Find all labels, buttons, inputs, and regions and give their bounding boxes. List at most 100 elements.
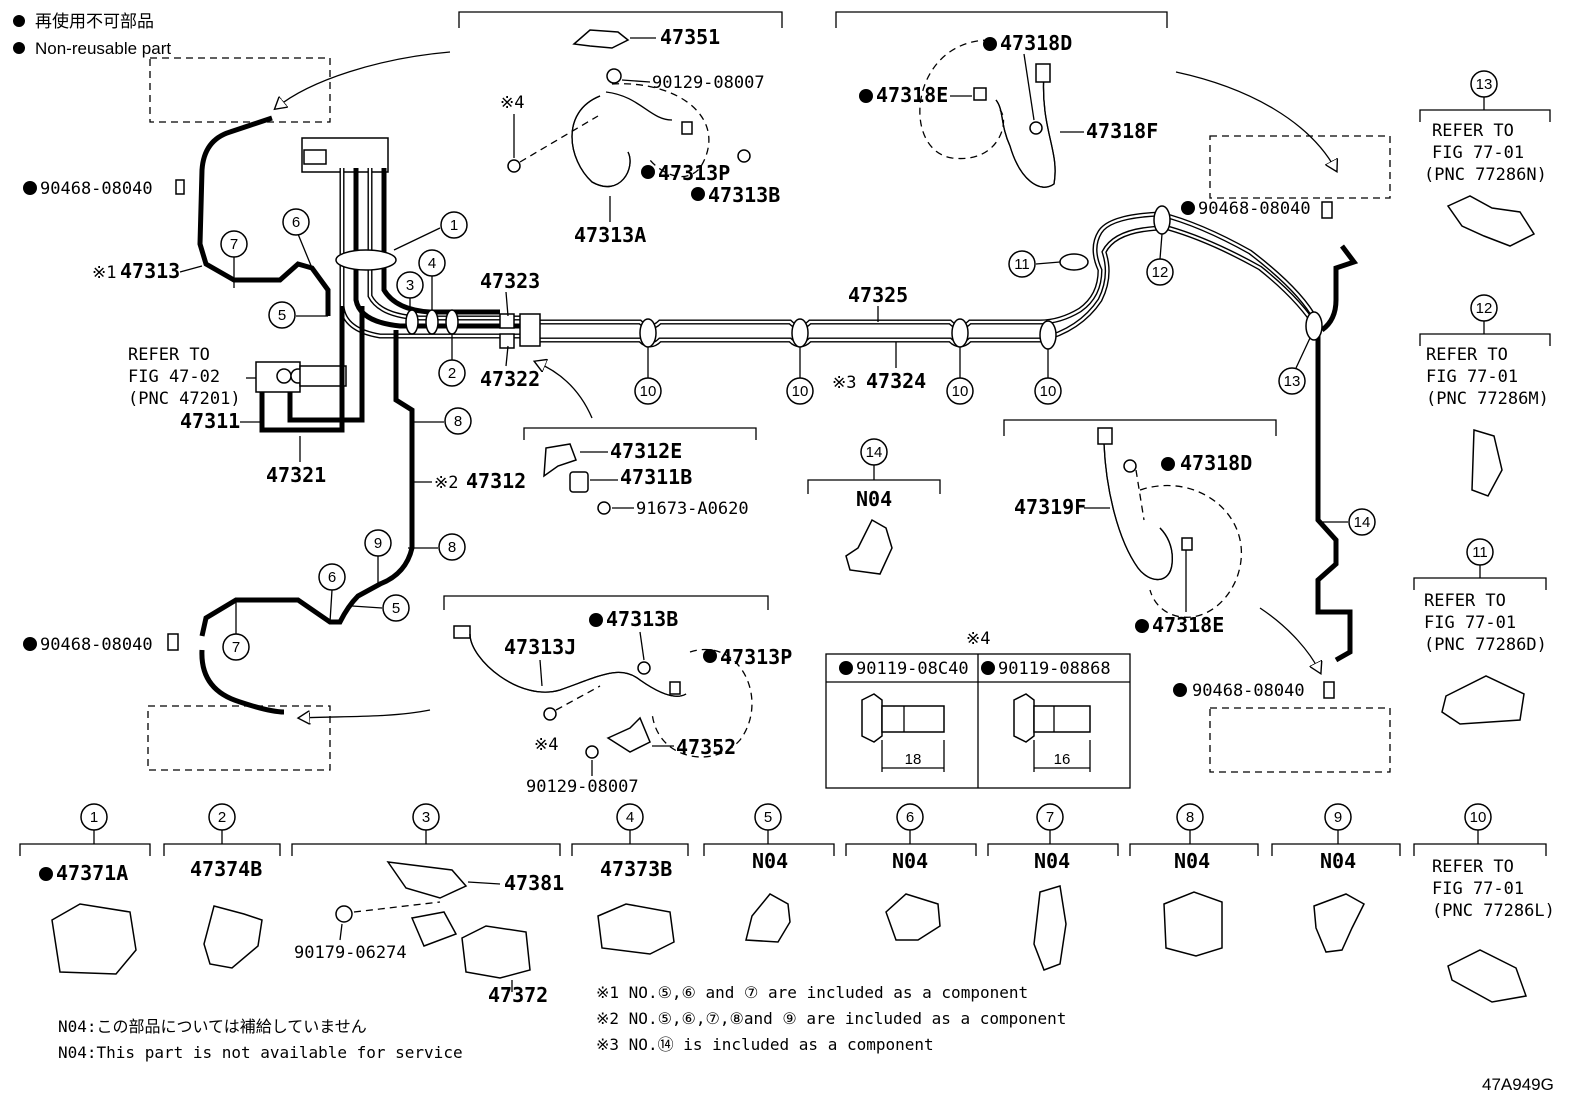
callout-4: 4 bbox=[418, 249, 446, 310]
n04-clip-8-icon bbox=[1163, 891, 1223, 957]
svg-text:9: 9 bbox=[1334, 809, 1342, 826]
part-91673-A0620: 91673-A0620 bbox=[636, 499, 749, 519]
clip-icon bbox=[1321, 201, 1333, 219]
washer-icon bbox=[1181, 537, 1193, 551]
notes: ※1 NO.⑤,⑥ and ⑦ are included as a compon… bbox=[58, 983, 1554, 1094]
bolt-icon bbox=[606, 68, 622, 84]
svg-text:12: 12 bbox=[1476, 300, 1493, 317]
non-reusable-dot-icon bbox=[839, 661, 853, 675]
callout-9: 9 bbox=[364, 529, 392, 586]
part-47311B: 47311B bbox=[620, 465, 692, 489]
clip-icon bbox=[1323, 681, 1335, 699]
svg-text:4: 4 bbox=[428, 255, 436, 272]
callout-14-n04: 14 bbox=[860, 438, 888, 480]
callout-10d: 10 bbox=[1034, 349, 1062, 405]
svg-text:N04: N04 bbox=[892, 849, 928, 873]
part-47323: 47323 bbox=[480, 269, 540, 293]
callout-7b: 7 bbox=[222, 602, 250, 661]
clamp-47371A-icon bbox=[51, 903, 137, 975]
callouts: 1 2 3 4 5 6 7 8 8 9 6 5 7 10 10 10 10 11… bbox=[220, 208, 1376, 661]
right-reference-column: 13 REFER TO FIG 77-01 (PNC 77286N) 12 RE… bbox=[1413, 70, 1555, 1003]
non-reusable-dot-icon bbox=[39, 867, 53, 881]
callout-13: 13 bbox=[1278, 337, 1311, 395]
svg-text:N04: N04 bbox=[752, 849, 788, 873]
part-90468-08040-right-lower: 90468-08040 bbox=[1192, 681, 1305, 701]
svg-text:6: 6 bbox=[906, 809, 914, 826]
svg-text:2: 2 bbox=[448, 365, 456, 382]
callout-10c: 10 bbox=[946, 347, 974, 405]
non-reusable-dot-icon bbox=[589, 613, 603, 627]
callout-14: 14 bbox=[1318, 508, 1376, 536]
bolt-table: ※4 90119-08C40 90119-08868 18 16 bbox=[825, 629, 1131, 789]
bolt-drawing-1: 18 bbox=[861, 693, 945, 772]
svg-text:3: 3 bbox=[422, 809, 430, 826]
part-47318E-top: 47318E bbox=[876, 83, 948, 107]
svg-text:FIG 77-01: FIG 77-01 bbox=[1432, 879, 1524, 899]
part-callout-7: 7 N04 bbox=[987, 803, 1119, 971]
part-callout-1: 1 47371A bbox=[19, 803, 151, 975]
part-callout-6: 6 N04 bbox=[845, 803, 977, 941]
bracket-47352-icon bbox=[606, 716, 651, 753]
clip-77286D-icon bbox=[1441, 675, 1525, 725]
master-cylinder bbox=[255, 137, 389, 393]
svg-text:7: 7 bbox=[230, 236, 238, 253]
part-callout-9: 9 N04 bbox=[1271, 803, 1401, 953]
part-callout-8: 8 N04 bbox=[1129, 803, 1259, 957]
svg-text:(PNC 77286N): (PNC 77286N) bbox=[1424, 165, 1547, 185]
svg-text:FIG 77-01: FIG 77-01 bbox=[1432, 143, 1524, 163]
bolt-part-1: 90119-08C40 bbox=[856, 659, 969, 679]
callout-6b: 6 bbox=[318, 563, 346, 623]
part-47313: 47313 bbox=[120, 259, 180, 283]
non-reusable-dot-icon bbox=[981, 661, 995, 675]
svg-text:11: 11 bbox=[1472, 544, 1488, 561]
n04-clip-5-icon bbox=[745, 893, 791, 943]
note-2: ※2 NO.⑤,⑥,⑦,⑧and ⑨ are included as a com… bbox=[596, 1009, 1066, 1028]
bracket-arm-icon bbox=[410, 911, 458, 947]
legend-jp: 再使用不可部品 bbox=[35, 11, 154, 31]
svg-text:5: 5 bbox=[392, 600, 400, 617]
part-47324: 47324 bbox=[866, 369, 926, 393]
callout-10a: 10 bbox=[634, 347, 662, 405]
part-callout-2: 2 47374B bbox=[163, 803, 281, 969]
callout-2: 2 bbox=[438, 334, 466, 387]
legend: 再使用不可部品 Non-reusable part bbox=[13, 11, 171, 58]
non-reusable-dot-icon bbox=[23, 181, 37, 195]
hose-end-icon bbox=[453, 625, 471, 639]
svg-text:14: 14 bbox=[1354, 514, 1371, 531]
svg-text:FIG 77-01: FIG 77-01 bbox=[1426, 367, 1518, 387]
svg-text:REFER TO: REFER TO bbox=[1426, 345, 1508, 365]
svg-text:47371A: 47371A bbox=[56, 861, 128, 885]
part-47312: 47312 bbox=[466, 469, 526, 493]
part-47318D-right: 47318D bbox=[1180, 451, 1252, 475]
svg-text:8: 8 bbox=[448, 539, 456, 556]
clamp-47372-icon bbox=[461, 925, 531, 979]
svg-text:10: 10 bbox=[952, 383, 969, 400]
svg-text:4: 4 bbox=[626, 809, 634, 826]
svg-text:14: 14 bbox=[866, 444, 883, 461]
mark-4-top: ※4 bbox=[500, 93, 524, 113]
refer-line2: FIG 47-02 bbox=[128, 367, 220, 387]
callout-11: 11 bbox=[1008, 250, 1061, 278]
callout-1: 1 bbox=[393, 211, 468, 251]
svg-text:N04: N04 bbox=[1034, 849, 1070, 873]
non-reusable-dot-icon bbox=[13, 15, 25, 27]
svg-text:10: 10 bbox=[640, 383, 657, 400]
non-reusable-dot-icon bbox=[13, 42, 25, 54]
bracket-47381-icon bbox=[386, 861, 468, 899]
union-icon bbox=[569, 471, 589, 493]
svg-text:11: 11 bbox=[1014, 256, 1030, 273]
svg-text:16: 16 bbox=[1054, 751, 1071, 768]
non-reusable-dot-icon bbox=[1181, 201, 1195, 215]
non-reusable-dot-icon bbox=[859, 89, 873, 103]
callout-7a: 7 bbox=[220, 230, 248, 288]
svg-text:REFER TO: REFER TO bbox=[1424, 591, 1506, 611]
mark-2: ※2 bbox=[434, 473, 458, 493]
bolt-icon bbox=[507, 159, 521, 173]
callout-8b: 8 bbox=[408, 533, 466, 561]
dashed-frames bbox=[147, 57, 1391, 773]
part-90468-08040-right-upper: 90468-08040 bbox=[1198, 199, 1311, 219]
part-callout-3: 3 47381 90179-06274 47372 bbox=[291, 803, 564, 1007]
note-3: ※3 NO.⑭ is included as a component bbox=[596, 1035, 934, 1054]
part-47321: 47321 bbox=[266, 463, 326, 487]
diagram-id: 47A949G bbox=[1482, 1075, 1554, 1094]
